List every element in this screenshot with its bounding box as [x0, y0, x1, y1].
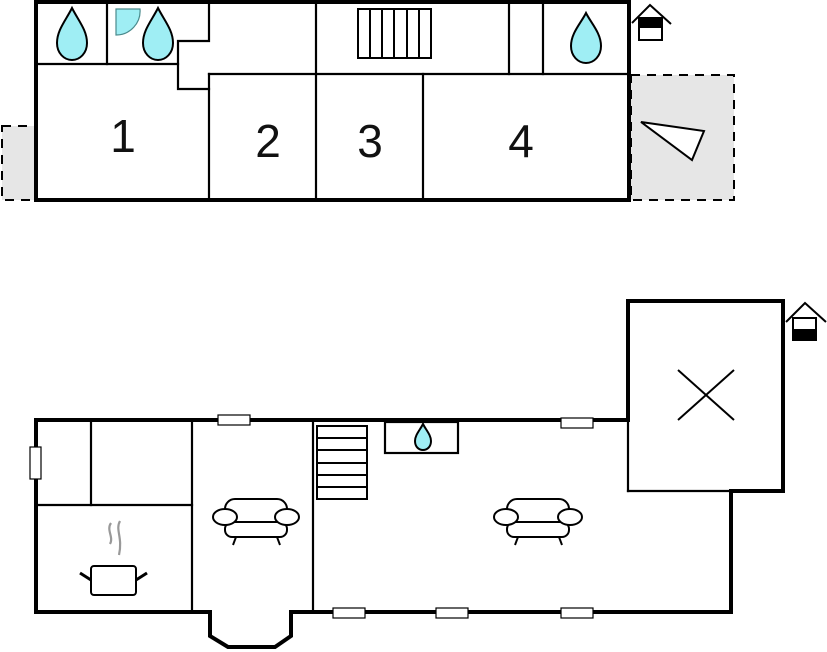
window — [332, 607, 366, 619]
windows — [29, 414, 594, 619]
staircase-icon — [316, 425, 368, 500]
room-3-label: 3 — [357, 115, 383, 167]
cooking-pot-icon — [79, 520, 148, 596]
shower-icon — [115, 8, 141, 36]
house-entrance-icon — [785, 301, 827, 341]
water-drop-icon — [141, 5, 175, 62]
ground-floor — [29, 299, 827, 649]
window — [435, 607, 469, 619]
water-drop-icon — [55, 5, 89, 62]
house-entrance-icon — [631, 3, 672, 41]
room-1-label: 1 — [110, 110, 136, 162]
water-drop-icon — [413, 421, 433, 452]
window — [560, 607, 594, 619]
ground-outer-wall — [34, 299, 785, 649]
room-2-label: 2 — [255, 115, 281, 167]
upper-floor: 1 2 3 4 — [1, 0, 735, 202]
upper-outer-wall — [34, 0, 631, 202]
left-balcony — [1, 125, 36, 201]
upper-interior-walls — [34, 0, 631, 202]
water-drop-icon — [569, 10, 603, 65]
window — [29, 446, 42, 480]
room-4-label: 4 — [508, 115, 534, 167]
window — [560, 417, 594, 429]
staircase-icon — [357, 8, 432, 59]
open-space-x-icon — [677, 369, 735, 421]
triangle-icon — [640, 121, 706, 162]
window — [217, 414, 251, 426]
sofa-icon — [212, 498, 300, 546]
sofa-icon — [493, 498, 583, 546]
ground-interior-walls — [34, 418, 733, 614]
